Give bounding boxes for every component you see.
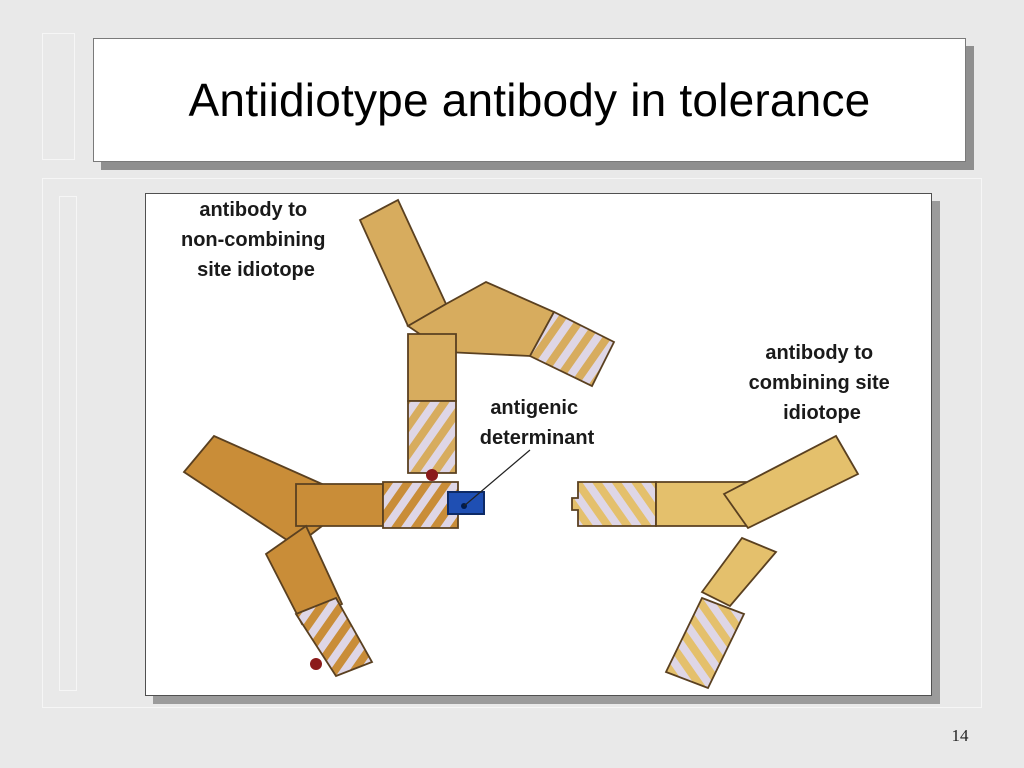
antibody-right-variable-lower <box>664 596 746 690</box>
antibody-top-variable-right <box>528 310 616 388</box>
diagram-figure: antibody to non-combining site idiotope … <box>145 193 932 696</box>
label-non-combining: antibody to non-combining site idiotope <box>181 199 331 281</box>
antibody-right <box>571 434 860 690</box>
antibody-right-arm-lower <box>700 536 778 608</box>
antigenic-determinant <box>447 491 485 515</box>
antibody-top <box>358 198 616 481</box>
antibody-left-arm-lower <box>264 524 344 626</box>
antibody-left-variable-lower <box>294 596 374 678</box>
antibody-left-variable-right <box>382 481 459 529</box>
label-combining: antibody to combining site idiotope <box>749 342 896 424</box>
contact-point-top <box>426 469 438 481</box>
slide-title: Antiidiotype antibody in tolerance <box>188 74 871 126</box>
title-box: Antiidiotype antibody in tolerance <box>93 38 966 162</box>
antigen-pointer-line <box>463 449 531 507</box>
antibody-left <box>182 434 459 678</box>
antibody-diagram: antibody to non-combining site idiotope … <box>181 198 896 690</box>
decorative-frame-bottom <box>59 196 77 691</box>
contact-point-left <box>310 658 322 670</box>
antibody-left-constant <box>295 483 384 527</box>
content-frame <box>42 178 982 708</box>
antibody-top-stem <box>407 333 457 402</box>
label-antigenic-determinant: antigenic determinant <box>480 397 595 449</box>
antibody-right-variable <box>571 481 657 527</box>
antibody-top-variable-stem <box>407 400 457 474</box>
antibody-right-arm-upper <box>722 434 860 530</box>
decorative-frame-top <box>42 33 75 160</box>
antibody-top-arm-left <box>358 198 448 328</box>
page-number: 14 <box>951 726 969 745</box>
